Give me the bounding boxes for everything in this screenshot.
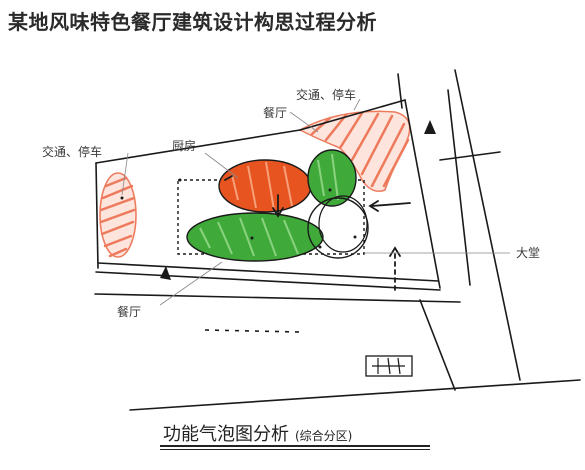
service-bubble-green <box>307 149 357 207</box>
label-leader-lines <box>121 98 510 306</box>
caption-underline <box>160 445 430 450</box>
caption-sub: (综合分区) <box>295 429 353 443</box>
lobby-bubble-outline <box>307 195 369 259</box>
kitchen-bubble-orange <box>218 159 312 213</box>
label-restaurant-top: 餐厅 <box>263 106 288 120</box>
page-title: 某地风味特色餐厅建筑设计构思过程分析 <box>8 10 377 34</box>
label-traffic-parking-top: 交通、停车 <box>296 88 357 102</box>
entrance-marker-bottom-icon <box>160 266 171 280</box>
sketch-dots <box>120 178 357 249</box>
restaurant-bubble-green <box>186 212 324 262</box>
label-restaurant-bottom: 餐厅 <box>117 305 142 319</box>
label-kitchen: 厨房 <box>172 139 197 153</box>
label-lobby: 大堂 <box>516 246 541 260</box>
traffic-parking-left-zone <box>99 172 137 258</box>
signature-stamp <box>365 355 413 377</box>
dashed-path-bottom <box>204 329 301 333</box>
circulation-arrows <box>224 175 411 291</box>
entrance-marker-top-icon <box>424 120 436 134</box>
caption-main: 功能气泡图分析 <box>163 424 289 445</box>
traffic-parking-top-zone <box>298 110 411 192</box>
diagram-caption: 功能气泡图分析 (综合分区) <box>163 420 352 446</box>
label-traffic-parking-left: 交通、停车 <box>42 145 103 159</box>
site-outline <box>94 69 581 411</box>
